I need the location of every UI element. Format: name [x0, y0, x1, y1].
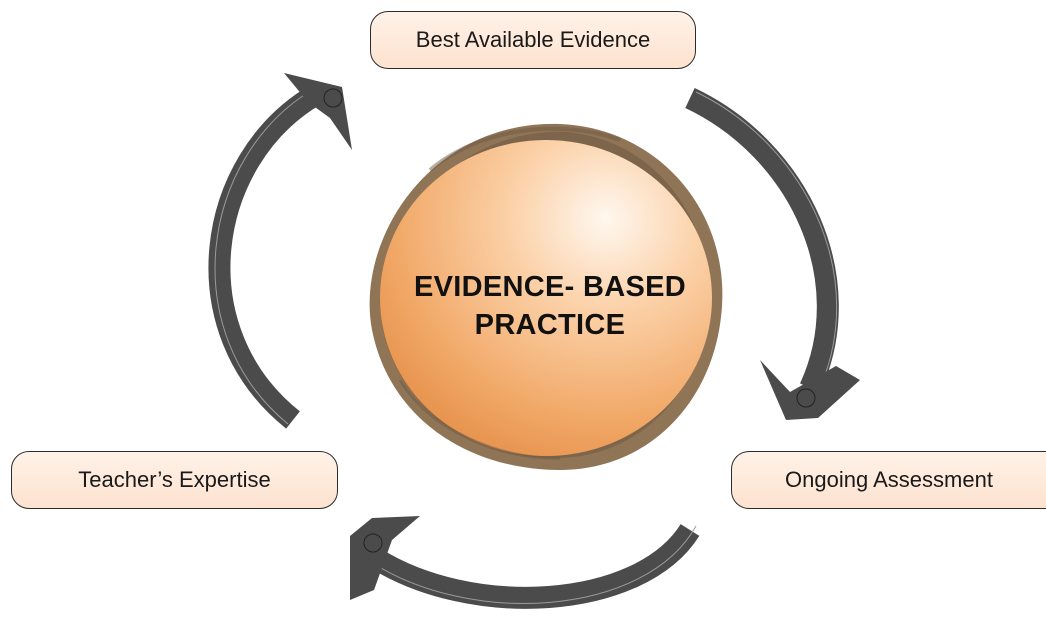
node-left-label: Teacher’s Expertise	[78, 467, 271, 492]
arrow-to-right-icon	[685, 88, 860, 420]
node-ongoing-assessment: Ongoing Assessment	[731, 451, 1046, 509]
center-label-line1: EVIDENCE- BASED	[414, 271, 686, 303]
center-sphere	[369, 123, 723, 470]
center-label-line2: PRACTICE	[474, 309, 626, 341]
node-best-available-evidence: Best Available Evidence	[370, 11, 696, 69]
node-top-label: Best Available Evidence	[415, 27, 651, 52]
node-right-label: Ongoing Assessment	[785, 467, 993, 492]
arrow-to-top-icon	[208, 73, 352, 429]
arrow-to-left-icon	[350, 516, 700, 609]
node-teachers-expertise: Teacher’s Expertise	[11, 451, 338, 509]
center-label: EVIDENCE- BASED PRACTICE	[360, 268, 740, 344]
